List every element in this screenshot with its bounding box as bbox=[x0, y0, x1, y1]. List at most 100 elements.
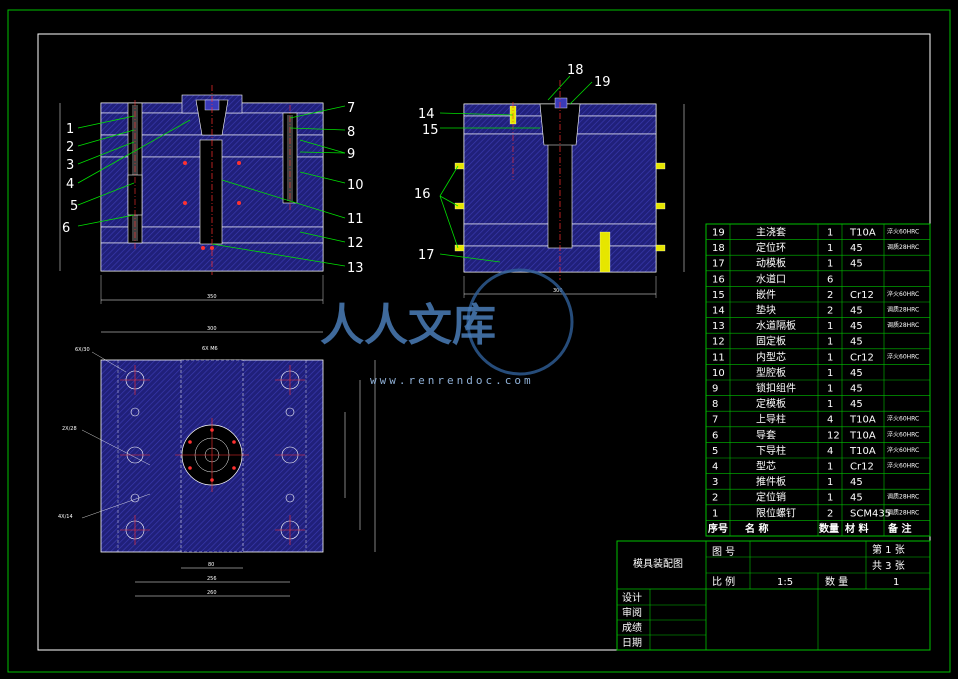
bom-material: T10A bbox=[849, 415, 876, 426]
bom-no: 2 bbox=[712, 493, 718, 504]
bom-no: 4 bbox=[712, 462, 718, 473]
bom-name: 定位销 bbox=[756, 491, 786, 504]
bom-no: 6 bbox=[712, 430, 718, 441]
bom-name: 限位螺钉 bbox=[756, 506, 796, 519]
bom-header-qty: 数量 bbox=[819, 522, 839, 535]
bom-no: 1 bbox=[712, 508, 718, 519]
bom-header-no: 序号 bbox=[708, 522, 728, 535]
bom-note: 淬火60HRC bbox=[887, 290, 919, 298]
callout-7: 7 bbox=[347, 101, 355, 116]
callout-19: 19 bbox=[594, 75, 611, 90]
tb-title: 模具装配图 bbox=[633, 557, 683, 570]
side-width-dim: 300 bbox=[553, 288, 563, 294]
bom-material: 45 bbox=[850, 399, 863, 410]
bom-no: 19 bbox=[712, 228, 725, 239]
bom-material: 45 bbox=[850, 384, 863, 395]
bom-name: 固定板 bbox=[756, 335, 786, 348]
bom-no: 13 bbox=[712, 321, 725, 332]
bom-material: T10A bbox=[849, 446, 876, 457]
bom-no: 18 bbox=[712, 243, 725, 254]
callout-8: 8 bbox=[347, 125, 355, 140]
bom-no: 9 bbox=[712, 384, 718, 395]
bom-material: T10A bbox=[849, 228, 876, 239]
bom-no: 17 bbox=[712, 259, 725, 270]
note-6xm6: 6X M6 bbox=[202, 346, 218, 352]
callout-11: 11 bbox=[347, 212, 364, 227]
bom-qty: 1 bbox=[827, 352, 833, 363]
note-4x14: 4X∕14 bbox=[58, 514, 73, 520]
callout-1: 1 bbox=[66, 122, 74, 137]
top-mid-dim: 256 bbox=[207, 576, 217, 582]
bom-qty: 2 bbox=[827, 306, 833, 317]
tb-scale-label: 比 例 bbox=[712, 575, 735, 588]
bom-note: 调质28HRC bbox=[887, 493, 919, 501]
top-view: 300 80 256 260 6X∕30 2X∕28 4X∕14 6X M6 bbox=[58, 326, 376, 597]
bom-note: 淬火60HRC bbox=[887, 415, 919, 423]
callout-13: 13 bbox=[347, 261, 364, 276]
callout-16: 16 bbox=[414, 187, 431, 202]
callout-6: 6 bbox=[62, 221, 70, 236]
bom-name: 水道口 bbox=[756, 272, 786, 285]
bom-name: 上导柱 bbox=[756, 413, 786, 426]
bom-name: 导套 bbox=[756, 428, 776, 441]
top-width-dim: 300 bbox=[207, 326, 217, 332]
bom-qty: 6 bbox=[827, 274, 833, 285]
bom-name: 水道隔板 bbox=[756, 319, 796, 332]
bom-qty: 1 bbox=[827, 228, 833, 239]
bom-qty: 4 bbox=[827, 446, 833, 457]
bom-qty: 1 bbox=[827, 321, 833, 332]
bom-header-name: 名 称 bbox=[745, 522, 768, 535]
bom-name: 定位环 bbox=[756, 241, 786, 254]
bom-note: 淬火60HRC bbox=[887, 352, 919, 360]
tb-review: 审阅 bbox=[622, 606, 642, 619]
bom-header-note: 备 注 bbox=[887, 522, 911, 535]
bom-no: 5 bbox=[712, 446, 718, 457]
bom-qty: 12 bbox=[827, 430, 840, 441]
bom-note: 淬火60HRC bbox=[887, 462, 919, 470]
bom-qty: 1 bbox=[827, 368, 833, 379]
callout-17: 17 bbox=[418, 248, 435, 263]
bom-material: T10A bbox=[849, 430, 876, 441]
bom-qty: 2 bbox=[827, 508, 833, 519]
watermark-url: www.renrendoc.com bbox=[370, 374, 534, 387]
bom-note: 调质28HRC bbox=[887, 306, 919, 314]
tb-date: 日期 bbox=[622, 637, 642, 649]
callout-12: 12 bbox=[347, 236, 364, 251]
bom-no: 7 bbox=[712, 415, 718, 426]
top-inner-dim: 80 bbox=[208, 562, 214, 568]
bom-name: 锁扣组件 bbox=[756, 382, 796, 395]
bom-row-16: 16 水道口 6 bbox=[712, 272, 833, 285]
bom-name: 推件板 bbox=[756, 475, 786, 488]
bom-qty: 1 bbox=[827, 493, 833, 504]
bom-qty: 1 bbox=[827, 477, 833, 488]
note-2x28: 2X∕28 bbox=[62, 426, 77, 432]
watermark: 人人文库 www.renrendoc.com bbox=[320, 268, 574, 387]
front-width-dim: 350 bbox=[207, 294, 217, 300]
tb-total: 共 3 张 bbox=[872, 560, 905, 572]
bom-header: 序号名 称数量材 料备 注 bbox=[708, 522, 911, 535]
bom-qty: 1 bbox=[827, 259, 833, 270]
callout-3: 3 bbox=[66, 158, 74, 173]
bom-name: 嵌件 bbox=[756, 289, 776, 301]
bom-material: SCM435 bbox=[850, 508, 891, 519]
bom-material: 45 bbox=[850, 259, 863, 270]
bom-no: 15 bbox=[712, 290, 725, 301]
watermark-text: 人人文库 bbox=[320, 300, 496, 351]
bom-qty: 1 bbox=[827, 337, 833, 348]
callout-4: 4 bbox=[66, 177, 74, 192]
bom-no: 16 bbox=[712, 274, 725, 285]
bom-name: 内型芯 bbox=[756, 350, 786, 363]
